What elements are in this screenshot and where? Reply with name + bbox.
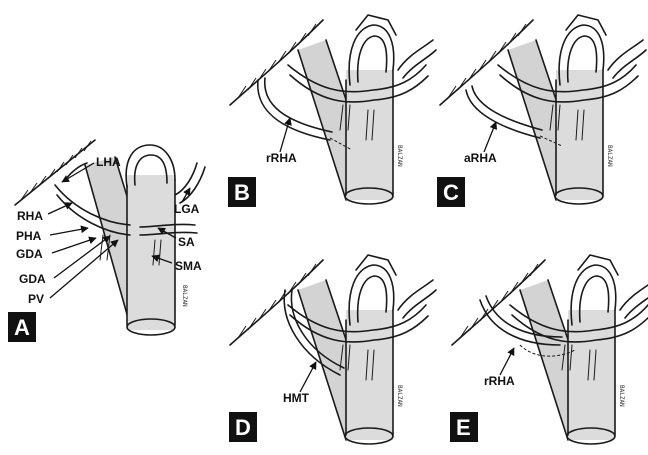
panel-tag-a: A — [8, 312, 36, 342]
label-rrha-e: rRHA — [484, 374, 515, 388]
label-pha: PHA — [16, 229, 42, 243]
label-lha: LHA — [96, 155, 121, 169]
panel-b: rRHA — [230, 15, 436, 204]
label-rrha-b: rRHA — [266, 151, 297, 165]
svg-text:B: B — [234, 180, 250, 205]
label-pv: PV — [28, 292, 44, 306]
label-lga: LGA — [174, 202, 200, 216]
panel-tag-b: B — [228, 177, 256, 207]
panel-tag-d: D — [229, 412, 257, 442]
signature-a: BALZAN — [181, 285, 188, 307]
label-hmt-d: HMT — [283, 391, 310, 405]
label-sa: SA — [178, 235, 195, 249]
svg-text:C: C — [443, 180, 459, 205]
panel-c: aRHA — [440, 15, 646, 204]
panel-tag-c: C — [437, 177, 465, 207]
label-arha-c: aRHA — [464, 151, 497, 165]
svg-text:D: D — [235, 415, 251, 440]
label-gda-upper: GDA — [16, 247, 43, 261]
svg-text:A: A — [14, 315, 30, 340]
panel-d: HMT — [230, 255, 436, 444]
label-rha: RHA — [17, 209, 43, 223]
panel-e: rRHA — [452, 255, 648, 444]
panel-tag-e: E — [450, 412, 478, 442]
label-sma: SMA — [175, 259, 202, 273]
svg-text:E: E — [456, 415, 471, 440]
label-gda-lower: GDA — [19, 272, 46, 286]
